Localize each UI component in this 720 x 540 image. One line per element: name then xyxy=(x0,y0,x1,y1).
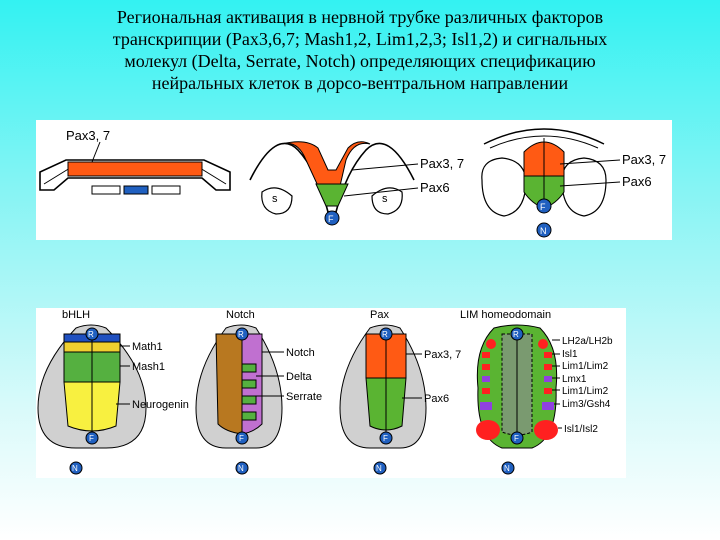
tube-notochord-marker xyxy=(536,222,552,238)
lim-label-lim3: Lim3/Gsh4 xyxy=(562,399,611,410)
bhlh-tube: R F N Math1 Mash1 Neurogenin xyxy=(37,324,189,475)
bhlh-label-math1: Math1 xyxy=(132,341,163,353)
lim-roof-letter: R xyxy=(513,330,519,339)
ectoderm-right xyxy=(151,185,181,195)
groove-floor-letter: F xyxy=(328,214,334,224)
pax-tube: R F N Pax3, 7 Pax6 xyxy=(339,324,461,475)
header-notch: Notch xyxy=(226,309,255,321)
groove-label-pax37: Pax3, 7 xyxy=(420,156,464,171)
neural-plate-diagram: Pax3, 7 xyxy=(39,128,231,195)
bhlh-floor-letter: F xyxy=(89,434,94,443)
lim-label-lim12-b: Lim1/Lim2 xyxy=(562,386,609,397)
slide-title: Региональная активация в нервной трубке … xyxy=(40,6,680,94)
header-bhlh: bHLH xyxy=(62,309,90,321)
tube-notochord-letter: N xyxy=(540,226,547,236)
transcription-factors-figure: bHLH Notch Pax LIM homeodomain R F N Mat… xyxy=(36,308,626,478)
tube-label-pax37: Pax3, 7 xyxy=(622,152,666,167)
pax-roof-letter: R xyxy=(382,330,388,339)
tube-floor-marker xyxy=(536,198,552,214)
notch-label-notch: Notch xyxy=(286,347,315,359)
pax-label-pax37: Pax3, 7 xyxy=(424,349,461,361)
lim-label-isl1: Isl1 xyxy=(562,349,578,360)
pax-notochord-letter: N xyxy=(376,464,382,473)
title-line-4: нейральных клеток в дорсо-вентральном на… xyxy=(151,73,569,93)
notch-floor-letter: F xyxy=(239,434,244,443)
tube-floor-letter: F xyxy=(540,202,546,212)
neural-groove-diagram: s s F Pax3, 7 Pax6 xyxy=(249,141,464,226)
pax-floor-letter: F xyxy=(383,434,388,443)
lim-label-lmx1: Lmx1 xyxy=(562,374,587,385)
title-line-3: молекул (Delta, Serrate, Notch) определя… xyxy=(124,51,596,71)
lim-label-lim12-a: Lim1/Lim2 xyxy=(562,361,609,372)
groove-somite-right: s xyxy=(382,193,388,205)
notch-label-delta: Delta xyxy=(286,371,313,383)
groove-somite-left: s xyxy=(272,193,278,205)
neurulation-figure: Pax3, 7 s s F Pax3, 7 Pax6 xyxy=(36,120,672,240)
lim-floor-letter: F xyxy=(514,434,519,443)
bhlh-label-mash1: Mash1 xyxy=(132,361,165,373)
lim-notochord-letter: N xyxy=(504,464,510,473)
ectoderm-left xyxy=(91,185,121,195)
notch-tube: R F N Notch Delta Serrate xyxy=(195,324,322,475)
groove-label-pax6: Pax6 xyxy=(420,180,450,195)
header-lim: LIM homeodomain xyxy=(460,309,551,321)
neurulation-svg: Pax3, 7 s s F Pax3, 7 Pax6 xyxy=(39,128,666,238)
lim-label-lh2: LH2a/LH2b xyxy=(562,336,613,347)
tube-label-pax6: Pax6 xyxy=(622,174,652,189)
plate-pax37-region xyxy=(67,161,203,177)
factors-svg: bHLH Notch Pax LIM homeodomain R F N Mat… xyxy=(37,309,613,475)
title-line-2: транскрипции (Pax3,6,7; Mash1,2, Lim1,2,… xyxy=(112,29,608,49)
lim-tube: R F N LH2a/LH2b Isl1 Lim1/Lim2 Lmx1 Lim1… xyxy=(476,324,613,475)
bhlh-roof-letter: R xyxy=(88,330,94,339)
plate-floor-region xyxy=(123,185,149,195)
pax-label-pax6: Pax6 xyxy=(424,393,449,405)
notch-roof-letter: R xyxy=(238,330,244,339)
lim-label-isl12: Isl1/Isl2 xyxy=(564,424,598,435)
plate-label: Pax3, 7 xyxy=(66,128,110,143)
groove-floor-marker xyxy=(324,210,340,226)
notch-notochord-letter: N xyxy=(238,464,244,473)
bhlh-notochord-letter: N xyxy=(72,464,78,473)
title-line-1: Региональная активация в нервной трубке … xyxy=(116,7,604,27)
bhlh-label-neurogenin: Neurogenin xyxy=(132,399,189,411)
notch-label-serrate: Serrate xyxy=(286,391,322,403)
header-pax: Pax xyxy=(370,309,389,321)
neural-tube-diagram: F N Pax3, 7 Pax6 xyxy=(481,128,666,238)
